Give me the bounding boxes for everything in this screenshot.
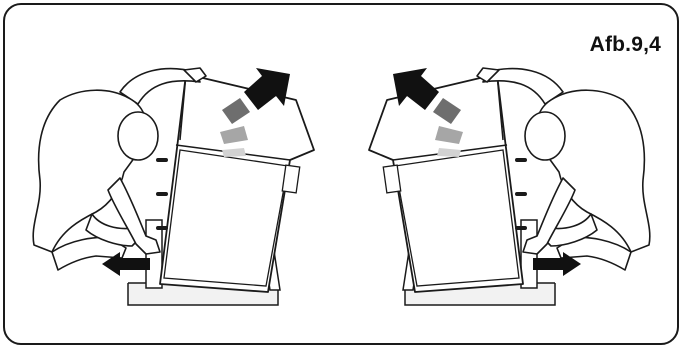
left-scene <box>33 68 314 305</box>
right-scene <box>369 68 650 305</box>
